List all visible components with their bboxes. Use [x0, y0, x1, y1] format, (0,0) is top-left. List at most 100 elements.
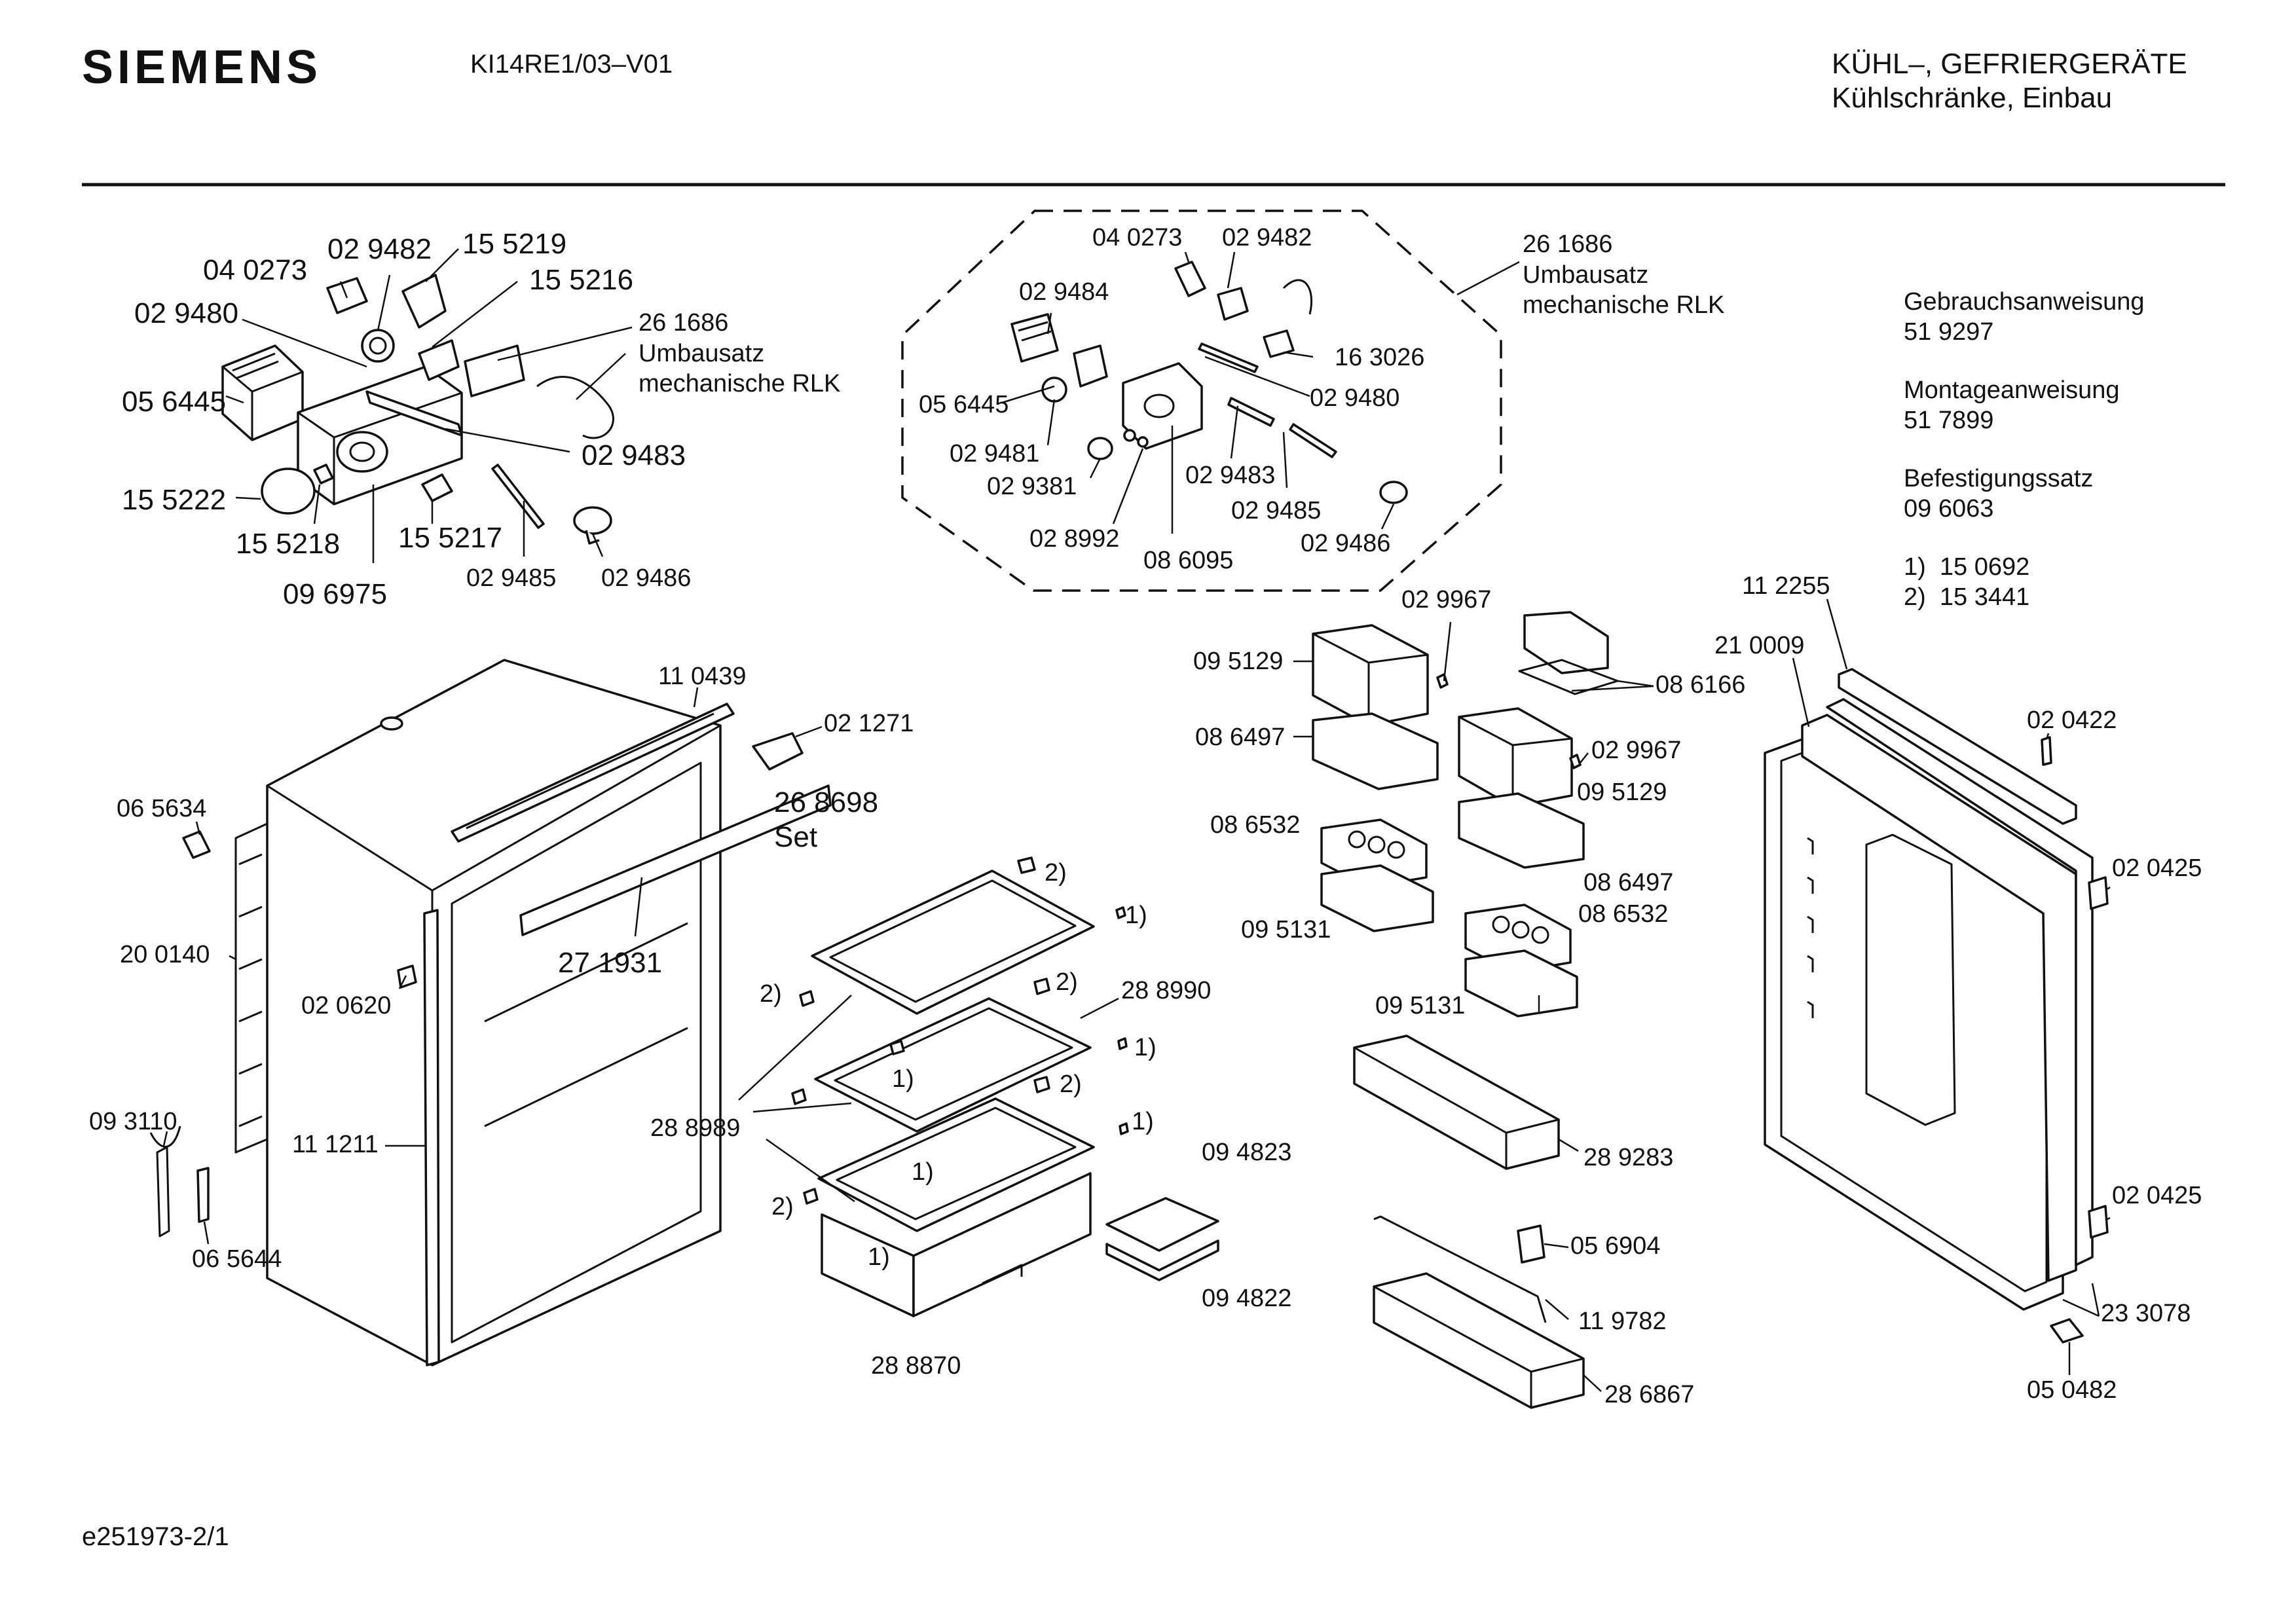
callout-029481: 02 9481 — [950, 440, 1039, 467]
note-1-c: 1) — [892, 1065, 914, 1093]
doorbins-leaders — [1293, 621, 1654, 1392]
callout-288990: 28 8990 — [1121, 977, 1211, 1004]
callout-065644: 06 5644 — [192, 1245, 282, 1273]
callout-286867: 28 6867 — [1604, 1381, 1694, 1408]
callout-095131-b: 09 5131 — [1375, 992, 1465, 1019]
brand-logo: SIEMENS — [82, 41, 322, 94]
callout-261686-b: 26 1686 — [1523, 230, 1612, 258]
callout-029381: 02 9381 — [987, 473, 1077, 500]
callout-020425-b: 02 0425 — [2112, 1182, 2202, 1209]
kit-b-leaders — [1001, 251, 1520, 534]
callout-029967-b: 02 9967 — [1591, 737, 1681, 764]
callout-029485: 02 9485 — [466, 564, 556, 592]
callout-200140: 20 0140 — [120, 941, 210, 968]
callout-056445-b: 05 6445 — [919, 391, 1009, 418]
callout-095129-b: 09 5129 — [1577, 779, 1667, 806]
kit-a-leaders — [225, 248, 633, 563]
kit-set-label: Set — [774, 821, 817, 853]
kit-a-callouts: 04 0273 02 9482 15 5219 15 5216 02 9480 … — [122, 228, 840, 610]
note-1-d: 1) — [1132, 1108, 1154, 1135]
callout-020425-a: 02 0425 — [2112, 854, 2202, 882]
callout-086166: 08 6166 — [1656, 671, 1745, 699]
doorbins-callouts: 02 9967 09 5129 08 6166 08 6497 02 9967 … — [1193, 586, 1745, 1408]
kit-b-umbausatz-label: Umbausatz — [1523, 261, 1648, 289]
category-title: KÜHL–, GEFRIERGERÄTE — [1832, 48, 2187, 80]
callout-155216: 15 5216 — [529, 264, 633, 296]
note-2-d: 2) — [1060, 1071, 1082, 1098]
category-block: KÜHL–, GEFRIERGERÄTE Kühlschränke, Einba… — [1832, 47, 2187, 115]
footnote-marker: 1) — [1904, 553, 1926, 581]
callout-271931: 27 1931 — [558, 947, 662, 979]
callout-040273: 04 0273 — [203, 254, 307, 286]
callout-111211: 11 1211 — [292, 1131, 379, 1158]
callout-261686: 26 1686 — [639, 309, 728, 337]
callout-095129-a: 09 5129 — [1193, 648, 1283, 675]
callout-289283: 28 9283 — [1583, 1144, 1673, 1171]
note-1-a: 1) — [1125, 902, 1147, 929]
callout-020620: 02 0620 — [301, 992, 391, 1019]
callout-288870: 28 8870 — [871, 1352, 961, 1380]
callout-056904: 05 6904 — [1570, 1232, 1660, 1260]
kit-b-callouts: 04 0273 02 9482 26 1686 Umbausatz mechan… — [919, 224, 1724, 574]
footnote-entry: 2) 15 3441 — [1904, 582, 2145, 612]
kit-a-umbausatz-label: Umbausatz — [639, 340, 764, 367]
callout-086497-a: 08 6497 — [1195, 724, 1285, 751]
callout-029967-a: 02 9967 — [1401, 586, 1491, 614]
callout-028992: 02 8992 — [1029, 525, 1119, 553]
note-2-b: 2) — [760, 980, 782, 1008]
callout-095131-a: 09 5131 — [1241, 916, 1331, 943]
door-illustration — [1764, 668, 2109, 1344]
drawing-id: e251973-2/1 — [82, 1522, 229, 1551]
footnote-number: 15 3441 — [1939, 583, 2030, 611]
callout-086497-b: 08 6497 — [1583, 869, 1673, 896]
callout-029480: 02 9480 — [134, 297, 238, 329]
note-1-e: 1) — [912, 1158, 934, 1186]
callout-029482: 02 9482 — [327, 233, 432, 265]
kit-a-rlk-label: mechanische RLK — [639, 370, 840, 397]
callout-210009: 21 0009 — [1714, 632, 1804, 659]
callout-112255: 11 2255 — [1742, 572, 1830, 600]
document-number: 51 9297 — [1904, 318, 1994, 346]
shelves-illustration — [791, 856, 1219, 1317]
door-callouts: 11 2255 21 0009 02 0422 02 0425 02 0425 … — [1714, 572, 2202, 1404]
doorbins-illustration — [1312, 611, 1619, 1409]
callout-029484: 02 9484 — [1019, 278, 1109, 306]
callout-096975: 09 6975 — [283, 578, 387, 610]
callout-155219: 15 5219 — [462, 228, 566, 260]
kit-a-illustration — [221, 274, 614, 545]
kit-b-rlk-label: mechanische RLK — [1523, 291, 1724, 319]
callout-021271: 02 1271 — [824, 710, 914, 737]
callout-233078: 23 3078 — [2101, 1300, 2191, 1327]
callout-110439: 11 0439 — [658, 663, 747, 690]
footnote-marker: 2) — [1904, 583, 1926, 611]
documents-list: Gebrauchsanweisung 51 9297 Montageanweis… — [1904, 287, 2145, 612]
cabinet-leaders — [162, 687, 823, 1245]
callout-268698: 26 8698 — [774, 786, 878, 818]
document-title: Montageanweisung — [1904, 376, 2120, 404]
note-1-f: 1) — [868, 1243, 890, 1271]
document-title: Gebrauchsanweisung — [1904, 288, 2145, 316]
cabinet-illustration — [149, 659, 832, 1366]
footnote-entry: 1) 15 0692 — [1904, 552, 2145, 582]
callout-020422: 02 0422 — [2027, 706, 2117, 734]
callout-029483-b: 02 9483 — [1185, 462, 1275, 489]
callout-086095: 08 6095 — [1143, 547, 1233, 574]
door-leaders — [1792, 598, 2111, 1375]
note-2-c: 2) — [1056, 968, 1078, 996]
callout-029486-b: 02 9486 — [1301, 530, 1390, 557]
shelves-leaders — [738, 995, 1119, 1203]
document-number: 51 7899 — [1904, 407, 1994, 434]
note-1-b: 1) — [1134, 1034, 1157, 1061]
note-2-a: 2) — [1045, 859, 1067, 887]
callout-155222: 15 5222 — [122, 484, 226, 516]
document-entry: Gebrauchsanweisung 51 9297 — [1904, 287, 2145, 347]
callout-119782: 11 9782 — [1578, 1308, 1667, 1335]
callout-029486: 02 9486 — [601, 564, 691, 592]
callout-163026: 16 3026 — [1335, 344, 1424, 371]
model-number: KI14RE1/03–V01 — [470, 50, 673, 79]
callout-029483: 02 9483 — [582, 439, 686, 471]
document-number: 09 6063 — [1904, 495, 1994, 522]
document-entry: Montageanweisung 51 7899 — [1904, 375, 2145, 435]
